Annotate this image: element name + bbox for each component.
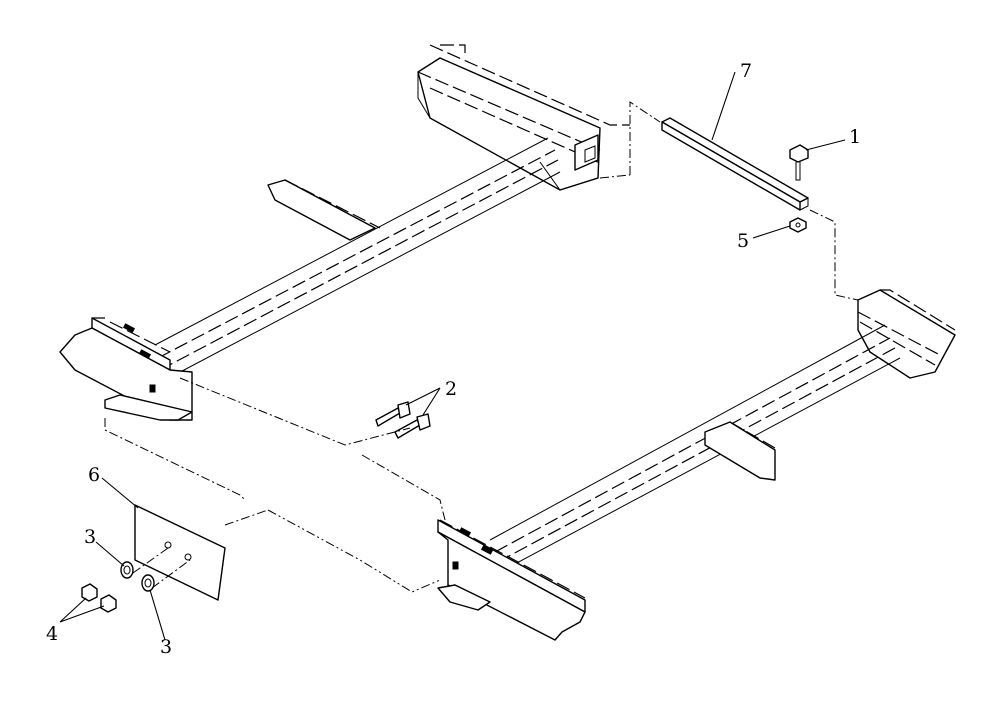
callout-7: 7 xyxy=(740,60,752,82)
right-mount-bracket xyxy=(437,519,586,641)
left-mount-bracket xyxy=(59,317,193,421)
right-cross-bar xyxy=(489,324,901,573)
callout-5: 5 xyxy=(737,230,749,252)
part-1-bolt xyxy=(789,144,809,181)
callout-3-lower: 3 xyxy=(160,636,172,658)
assembly-center-lines xyxy=(104,101,859,593)
part-2-bolts xyxy=(375,401,431,439)
part-7-tube xyxy=(661,117,809,211)
upper-frame-rail xyxy=(417,44,630,191)
part-5-nut xyxy=(789,217,807,233)
callout-4: 4 xyxy=(46,623,58,645)
right-frame-rail xyxy=(857,289,956,379)
part-4-nuts xyxy=(81,583,117,613)
callout-leaders xyxy=(59,71,846,641)
callout-2: 2 xyxy=(445,378,457,400)
callout-3-upper: 3 xyxy=(84,526,96,548)
left-cross-bar xyxy=(154,137,561,381)
callout-6: 6 xyxy=(88,464,100,486)
part-6-plate xyxy=(134,504,226,601)
callout-1: 1 xyxy=(849,126,861,148)
